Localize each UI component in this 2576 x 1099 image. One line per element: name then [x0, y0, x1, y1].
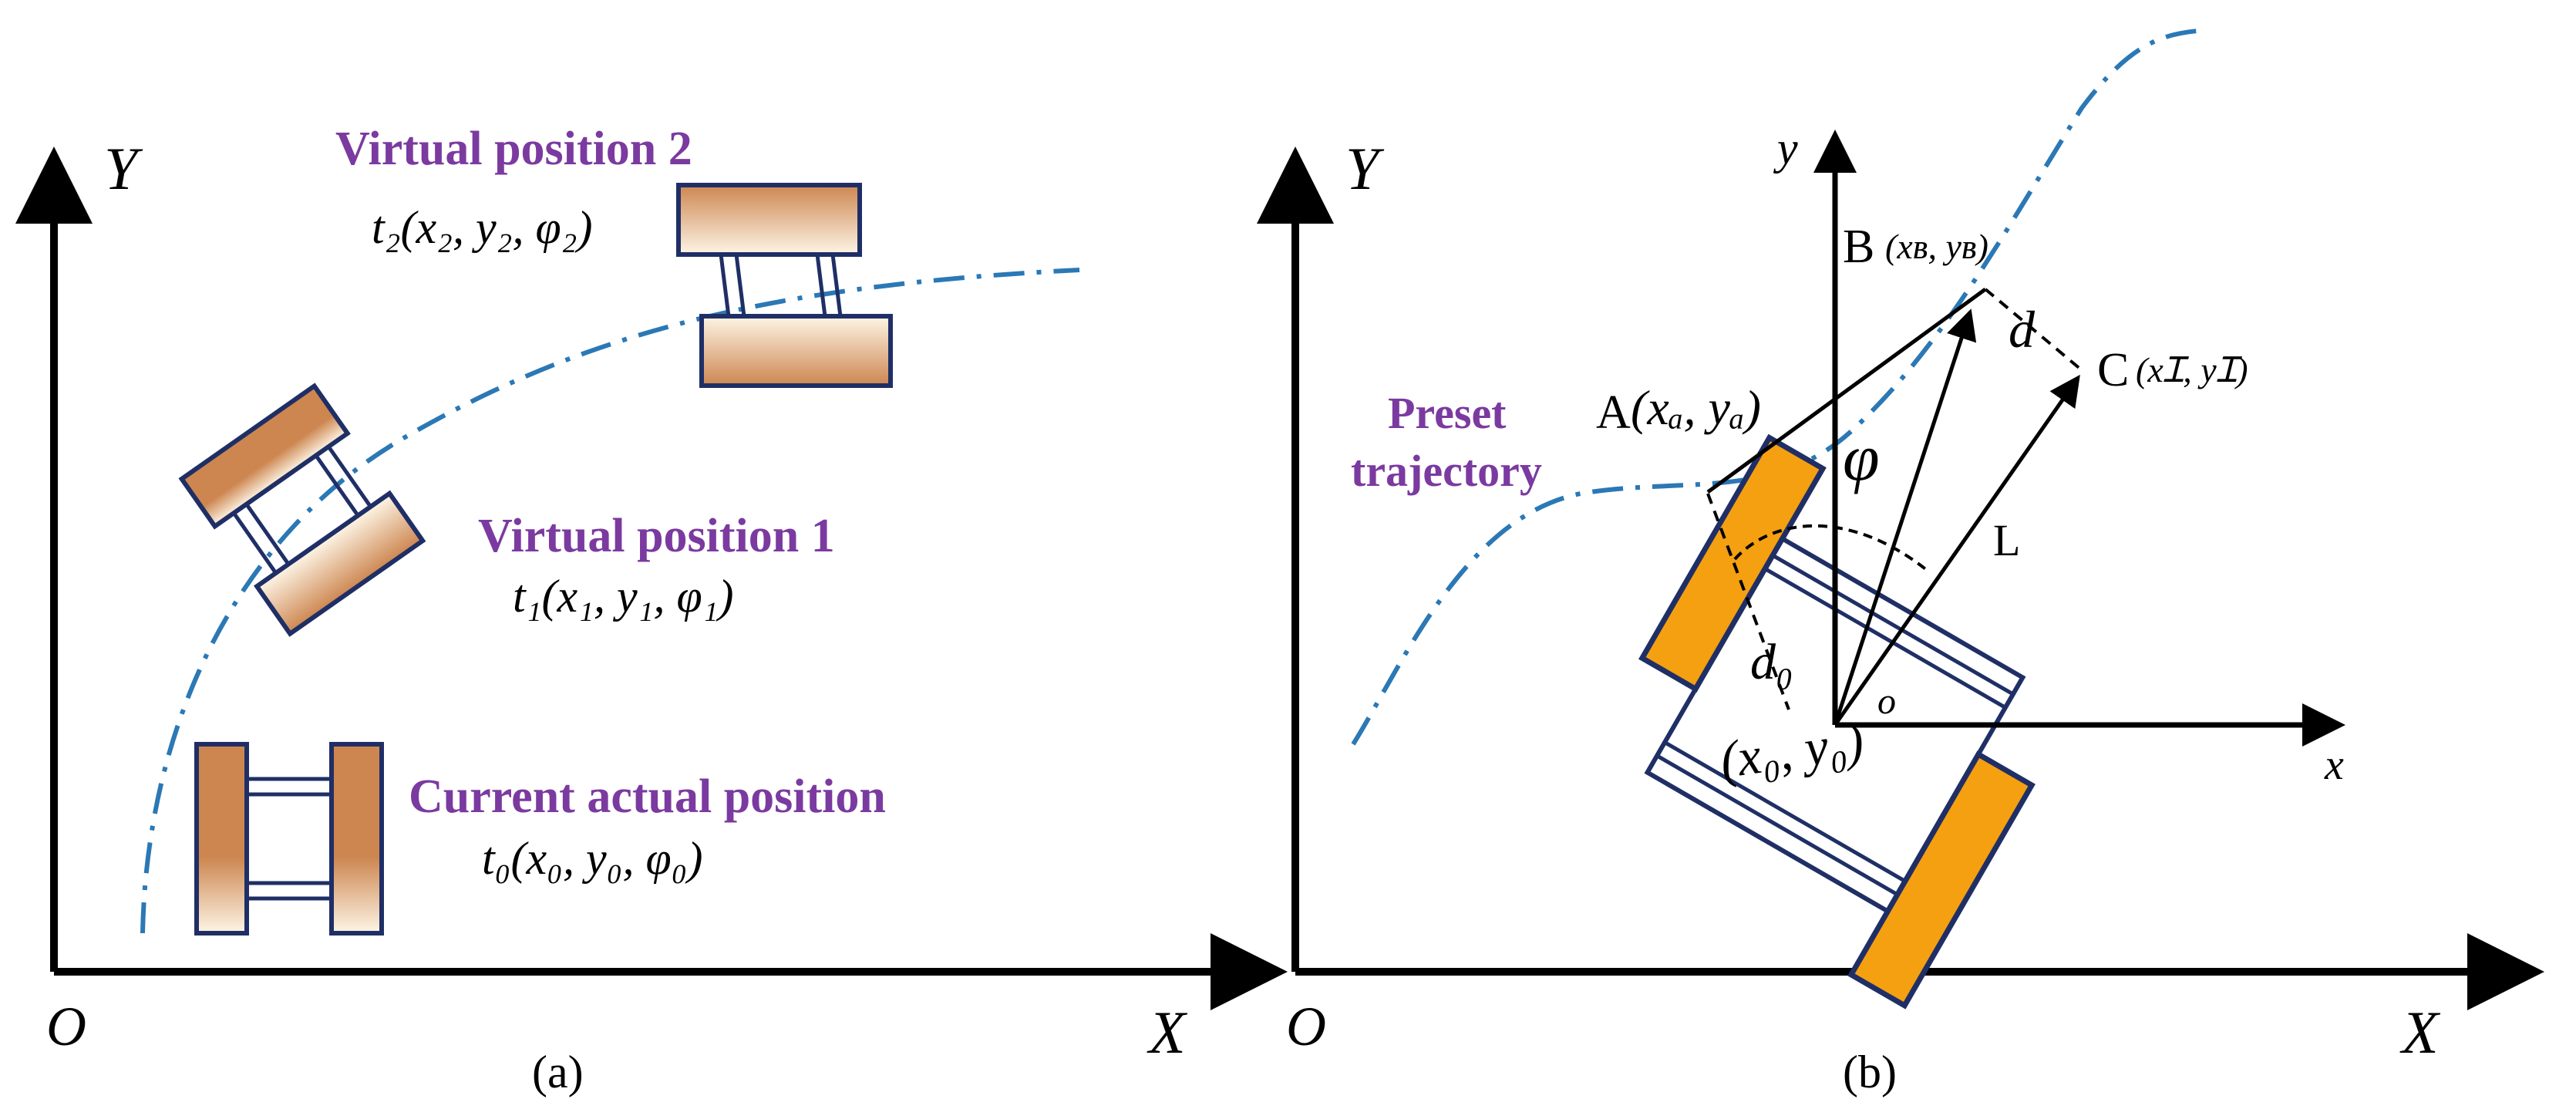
- vehicle-panel-b: [1638, 433, 2036, 1010]
- local-y-label: y: [1773, 123, 1798, 174]
- point-b-coords: (xʙ, yʙ): [1885, 227, 1988, 266]
- panel-b-axis-x-label: X: [2399, 999, 2441, 1066]
- panel-a-axis-y-label: Y: [104, 135, 143, 202]
- point-b-letter: B: [1843, 221, 1874, 273]
- virtual-position-2-formula: t₂(x₂, y₂, φ₂): [372, 202, 593, 253]
- vehicle-virtual-position-1: [178, 383, 426, 637]
- trajectory-label-line1: Preset: [1388, 388, 1507, 438]
- point-c-letter: C: [2097, 344, 2129, 396]
- panel-b: Y X O (b) y x o: [1257, 29, 2544, 1097]
- current-position-title: Current actual position: [409, 770, 886, 823]
- panel-a: Y X O (a): [15, 123, 1288, 1097]
- angle-phi-arc: [1733, 524, 1929, 572]
- vehicle-current-position: [194, 742, 384, 935]
- vector-to-b: [1833, 308, 1977, 726]
- point-a-letter: A: [1596, 386, 1631, 439]
- current-position-formula: t₀(x₀, y₀, φ₀): [482, 833, 703, 884]
- local-x-label: x: [2324, 741, 2344, 789]
- distance-d-label: d: [2009, 300, 2036, 359]
- angle-phi-label: φ: [1843, 420, 1880, 494]
- segment-a-b: [1706, 287, 1987, 494]
- length-l-label: L: [1993, 515, 2020, 565]
- vector-to-c: [1833, 374, 2080, 726]
- panel-a-origin-label: O: [46, 996, 86, 1057]
- panel-b-origin-label: O: [1286, 996, 1326, 1057]
- distance-d0-label: d₀: [1750, 634, 1793, 690]
- vehicle-virtual-position-2: [676, 183, 893, 388]
- panel-b-caption: (b): [1843, 1047, 1897, 1097]
- panel-a-caption: (a): [532, 1047, 584, 1097]
- local-origin-label: o: [1877, 681, 1896, 722]
- point-a-coords: (xₐ, yₐ): [1631, 380, 1761, 435]
- virtual-position-1-formula: t₁(x₁, y₁, φ₁): [513, 571, 734, 622]
- virtual-position-1-title: Virtual position 1: [478, 510, 835, 562]
- virtual-position-2-title: Virtual position 2: [335, 123, 692, 175]
- point-c-coords: (xꞮ, yꞮ): [2136, 350, 2248, 389]
- center-coords-label: (x₀, y₀): [1716, 711, 1867, 789]
- panel-a-axis-x-label: X: [1147, 999, 1188, 1066]
- panel-b-axis-y-label: Y: [1345, 135, 1385, 202]
- segment-b-c-dashed: [1984, 288, 2083, 372]
- segment-a-d0-dashed: [1706, 493, 1790, 710]
- trajectory-label-line2: trajectory: [1351, 446, 1542, 496]
